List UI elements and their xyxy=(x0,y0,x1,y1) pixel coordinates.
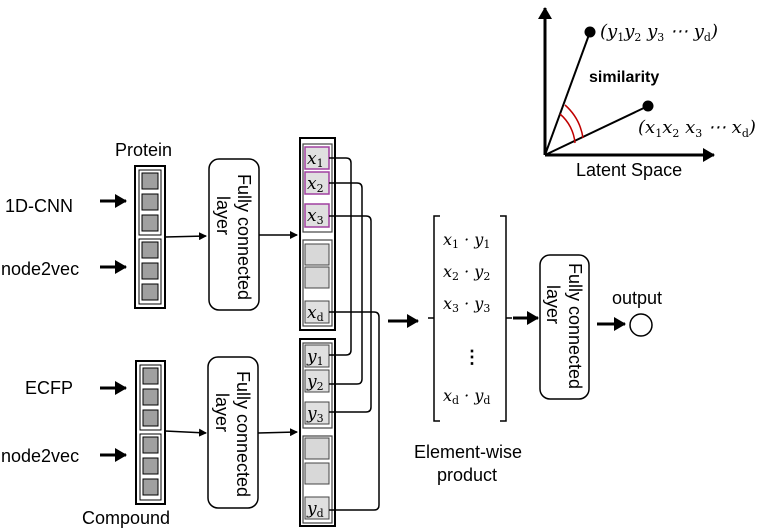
latent-space-label: Latent Space xyxy=(576,160,682,180)
compound-fc-line2: layer xyxy=(212,393,232,432)
svg-text:(y1y2 y3 ⋯ yd): (y1y2 y3 ⋯ yd) xyxy=(600,21,718,44)
y-empty-cell-1 xyxy=(304,437,330,460)
x2-cell: x2 xyxy=(304,171,330,195)
product-row-2: x2 · y2 xyxy=(443,262,490,283)
connector-1 xyxy=(329,157,352,356)
element-wise-product: x1 · y1 x2 · y2 x3 · y3 ⋮ xd · yd Elemen… xyxy=(414,215,522,485)
x-vector-line xyxy=(544,105,649,156)
arrow-protein-to-fc xyxy=(164,232,207,241)
similarity-label: similarity xyxy=(589,69,659,86)
x-point-label: (x1x2 x3 ⋯ xd) xyxy=(638,117,756,140)
y3-cell: y3 xyxy=(304,401,330,425)
final-fc-layer: Fully connected layer xyxy=(539,254,590,400)
product-caption-line2: product xyxy=(437,465,497,485)
svg-text:(x1x2 x3 ⋯ xd): (x1x2 x3 ⋯ xd) xyxy=(638,117,756,140)
latent-space-panel: similarity Latent Space (y1y2 y3 ⋯ yd) (… xyxy=(538,7,756,180)
x3-cell: x3 xyxy=(304,203,330,228)
svg-text:xd · yd: xd · yd xyxy=(443,386,490,407)
product-row-d: xd · yd xyxy=(443,386,490,407)
compound-branch: Compound ECFP node2vec Fully connected l… xyxy=(1,356,298,528)
compound-feature-vector xyxy=(135,360,166,505)
y-point-label: (y1y2 y3 ⋯ yd) xyxy=(600,21,718,44)
arrow-fc-to-y xyxy=(257,428,298,437)
x1-cell: x1 xyxy=(304,146,330,170)
similarity-arc-outer xyxy=(564,104,584,139)
final-fc-line2: layer xyxy=(543,285,563,324)
y1-cell: y1 xyxy=(304,344,330,368)
xd-cell: xd xyxy=(304,300,330,324)
svg-text:x3 · y3: x3 · y3 xyxy=(443,294,490,315)
protein-branch: Protein 1D-CNN node2vec Fully connected … xyxy=(1,140,298,311)
compound-fc-layer: Fully connected layer xyxy=(207,356,259,509)
product-row-1: x1 · y1 xyxy=(443,230,490,251)
protein-latent-vector: x1 x2 x3 xd xyxy=(299,137,336,331)
connector-3 xyxy=(329,215,372,413)
protein-feature-vector xyxy=(134,165,166,309)
product-caption-line1: Element-wise xyxy=(414,442,522,462)
x-vector-point xyxy=(642,100,654,112)
connector-2 xyxy=(329,182,363,385)
protein-fc-line2: layer xyxy=(213,196,233,235)
output-node xyxy=(629,313,653,337)
similarity-arc-inner xyxy=(559,113,576,144)
protein-fc-layer: Fully connected layer xyxy=(208,158,260,311)
compound-input-ecfp: ECFP xyxy=(25,378,73,398)
yd-cell: yd xyxy=(304,496,330,520)
protein-title: Protein xyxy=(115,140,172,160)
y2-cell: y2 xyxy=(304,369,330,393)
y-vector-line xyxy=(544,31,591,156)
y-empty-cell-2 xyxy=(304,462,330,485)
left-bracket xyxy=(428,215,440,422)
svg-text:x2 · y2: x2 · y2 xyxy=(443,262,490,283)
protein-fc-line1: Fully connected xyxy=(234,174,254,300)
svg-text:x1 · y1: x1 · y1 xyxy=(443,230,490,251)
pairing-connectors xyxy=(329,157,380,511)
x-empty-cell-1 xyxy=(304,243,330,266)
connector-d xyxy=(329,311,380,511)
arrow-compound-to-fc xyxy=(164,428,207,437)
output-label: output xyxy=(612,288,662,308)
compound-latent-vector: y1 y2 y3 yd xyxy=(299,338,336,527)
protein-input-node2vec: node2vec xyxy=(1,259,79,279)
compound-fc-line1: Fully connected xyxy=(233,371,253,497)
protein-input-1d-cnn: 1D-CNN xyxy=(5,196,73,216)
compound-input-node2vec: node2vec xyxy=(1,446,79,466)
right-bracket xyxy=(500,215,512,422)
final-fc-line1: Fully connected xyxy=(565,263,585,389)
x-empty-cell-2 xyxy=(304,266,330,289)
product-ellipsis: ⋮ xyxy=(463,347,481,367)
product-row-3: x3 · y3 xyxy=(443,294,490,315)
y-vector-point xyxy=(584,26,596,38)
compound-title: Compound xyxy=(82,508,170,528)
